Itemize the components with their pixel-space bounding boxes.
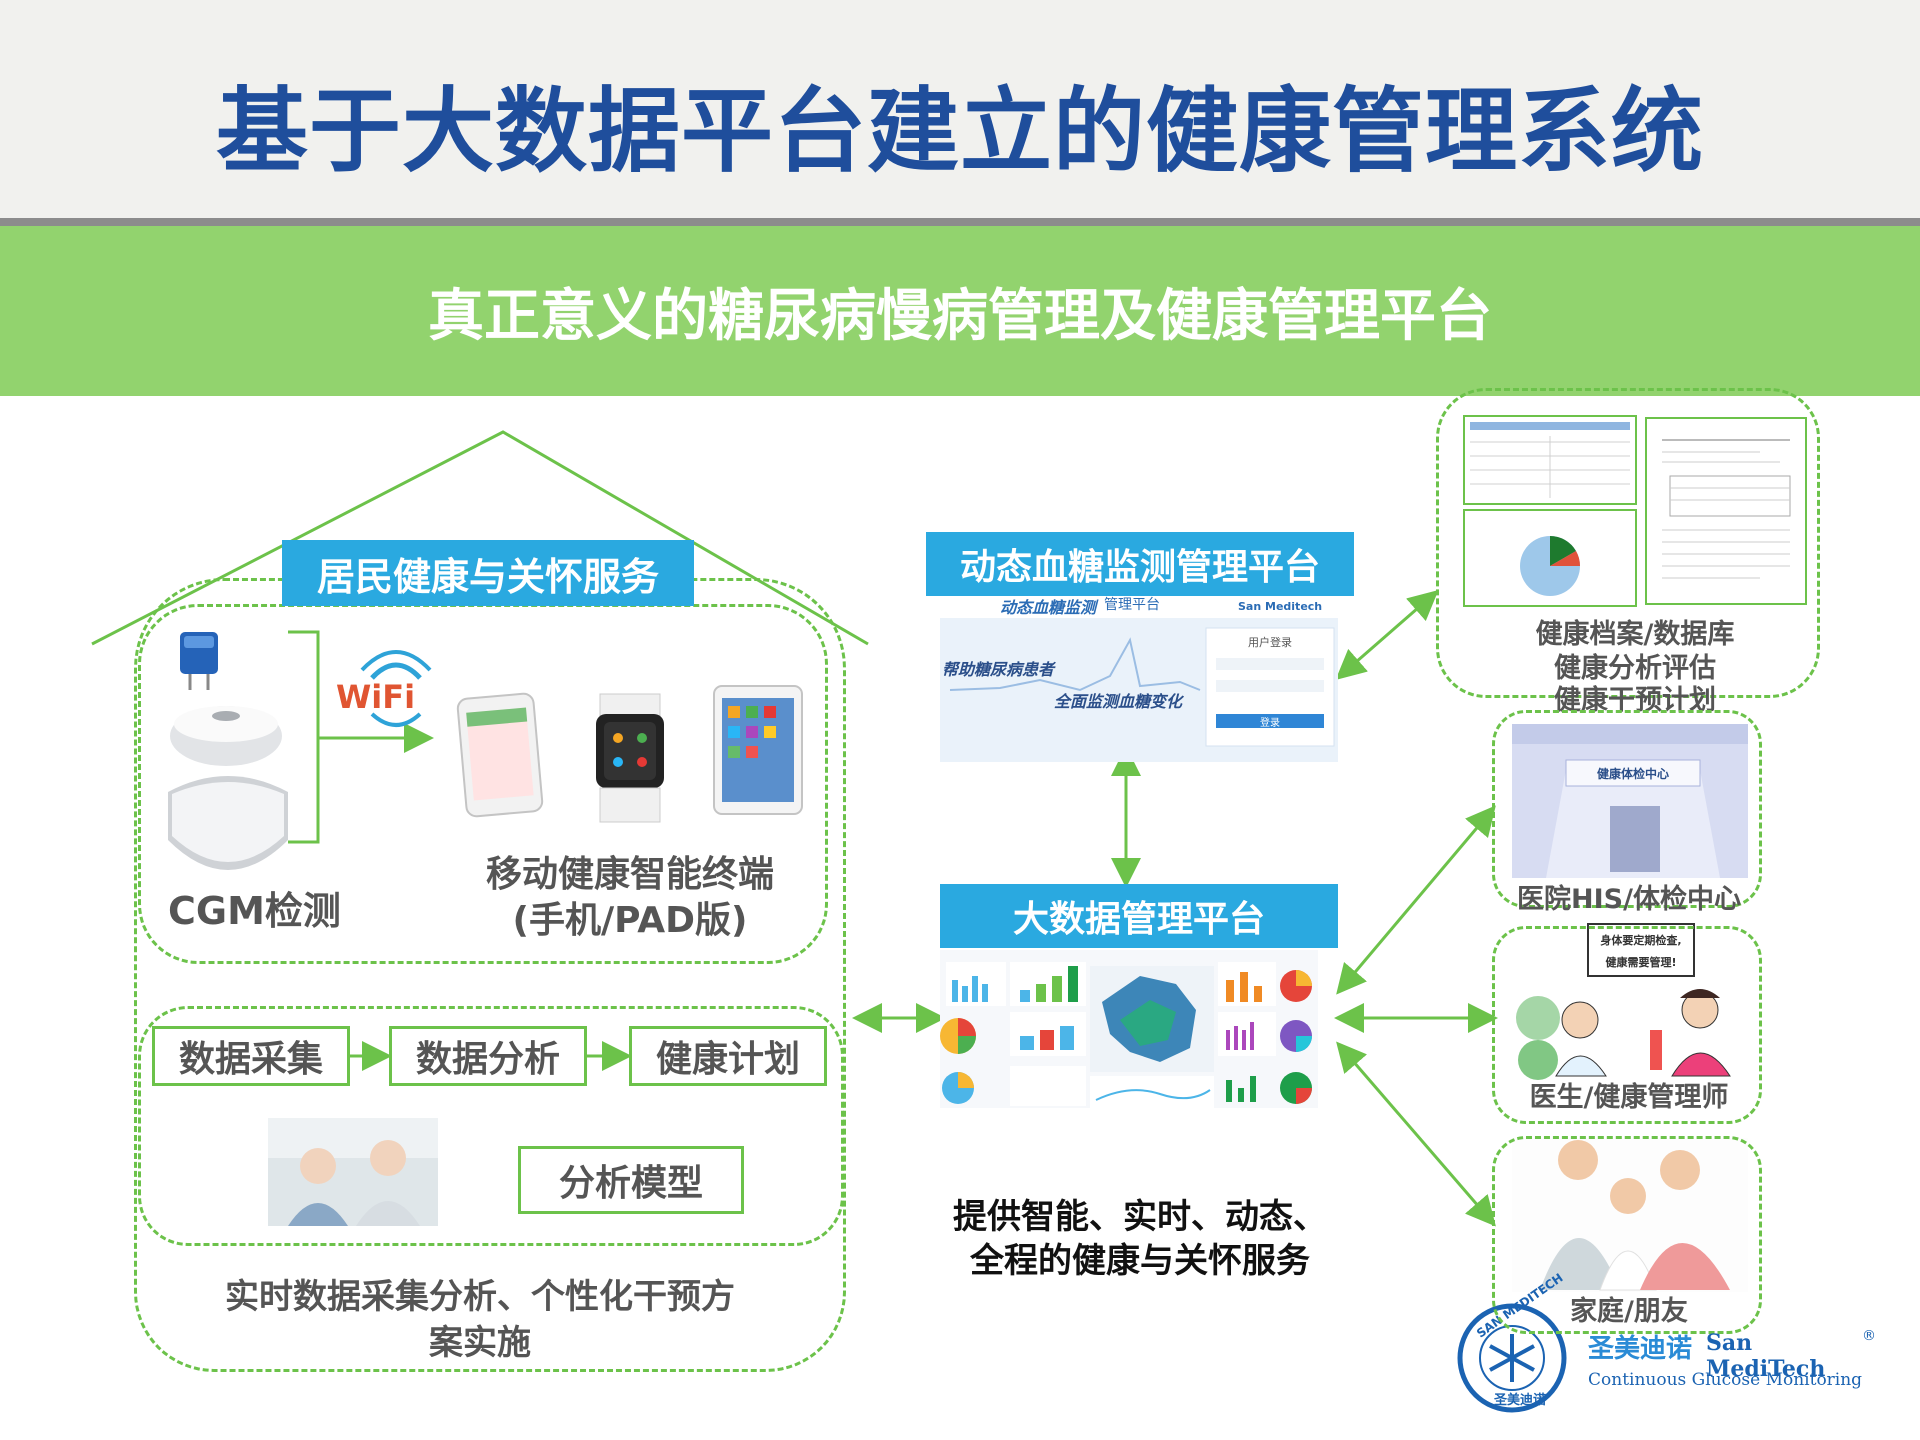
records-region (1436, 388, 1820, 698)
cgm-sensor-icon (170, 706, 282, 766)
hospital-sign: 健康体检中心 (1596, 766, 1669, 781)
cgm-label: CGM检测 (168, 889, 341, 933)
records-line1: 健康档案/数据库 (1535, 618, 1735, 650)
header-bar (0, 0, 1920, 220)
service-line2: 全程的健康与关怀服务 (970, 1240, 1310, 1281)
wifi-label: WiFi (336, 678, 415, 716)
family-region (1492, 1136, 1762, 1334)
flow-step-data-collection: 数据采集 (152, 1026, 350, 1086)
arrow-bigdata-hospital (1336, 805, 1496, 995)
logo-registered-mark: ® (1862, 1328, 1876, 1344)
cgm-slogan-1: 帮助糖尿病患者 (942, 660, 1055, 679)
doctor-bubble-1: 身体要定期检查, (1600, 934, 1682, 947)
cgm-platform-brand-sub: 管理平台 (1104, 597, 1160, 613)
records-sheet-table (1463, 415, 1637, 505)
bigdata-platform-label: 大数据管理平台 (940, 884, 1338, 948)
flow-step-health-plan: 健康计划 (629, 1026, 827, 1086)
resident-service-label: 居民健康与关怀服务 (282, 540, 694, 606)
cgm-platform-brand: 动态血糖监测 (1000, 598, 1097, 617)
mobile-terminal-version: (手机/PAD版) (512, 900, 748, 941)
subtitle: 真正意义的糖尿病慢病管理及健康管理平台 (428, 283, 1492, 349)
records-line2: 健康分析评估 (1554, 652, 1716, 684)
page-title: 基于大数据平台建立的健康管理系统 (215, 77, 1704, 185)
hospital-photo (1512, 724, 1748, 878)
doctor-label: 医生/健康管理师 (1529, 1081, 1729, 1113)
subtitle-band (0, 226, 1920, 396)
doctor-region (1492, 926, 1762, 1124)
service-line1: 提供智能、实时、动态、 (953, 1196, 1327, 1237)
cgm-platform-label: 动态血糖监测管理平台 (926, 532, 1354, 596)
bigdata-dashboard (940, 950, 1318, 1108)
wifi-icon: WiFi (336, 650, 432, 727)
doctor-cartoon (1512, 923, 1748, 1080)
analysis-model-box: 分析模型 (518, 1146, 744, 1214)
flow-step-data-analysis: 数据分析 (389, 1026, 587, 1086)
logo-cn-name: 圣美迪诺 (1588, 1334, 1693, 1364)
family-label: 家庭/朋友 (1570, 1295, 1688, 1327)
cgm-slogan-2: 全面监测血糖变化 (1054, 692, 1183, 711)
hospital-region (1492, 710, 1762, 908)
logo-en-name: San MediTech (1706, 1330, 1826, 1382)
arrow-cgm-records (1335, 590, 1439, 680)
records-pie-chart (1463, 509, 1637, 607)
arrow-bigdata-family (1336, 1041, 1496, 1227)
elderly-couple-photo (268, 1118, 438, 1226)
resident-summary-line2: 案实施 (429, 1322, 531, 1363)
logo-ring-bottom: 圣美迪诺 (1494, 1392, 1546, 1408)
resident-summary-line1: 实时数据采集分析、个性化干预方 (225, 1276, 735, 1317)
logo-tagline: Continuous Glucose Monitoring (1588, 1370, 1863, 1390)
family-photo (1512, 1138, 1748, 1292)
doctor-bubble-2: 健康需要管理! (1605, 956, 1677, 969)
divider (0, 218, 1920, 226)
records-report-sheet (1645, 417, 1807, 605)
cgm-platform-company: San Meditech (1238, 600, 1323, 613)
house-roof (91, 430, 869, 646)
hospital-label: 医院HIS/体检中心 (1517, 883, 1741, 915)
cgm-receiver-icon (168, 776, 288, 870)
cgm-login-button[interactable]: 登录 (1260, 717, 1280, 729)
smartwatch-icon (596, 693, 664, 823)
device-bracket (288, 630, 428, 844)
mobile-terminal-label: 移动健康智能终端 (485, 854, 774, 895)
cgm-login-title: 用户登录 (1248, 636, 1292, 649)
records-line3: 健康干预计划 (1554, 684, 1716, 716)
tablet-icon (713, 685, 803, 815)
resident-analysis-region (138, 1006, 844, 1246)
phone-icon (456, 692, 544, 818)
